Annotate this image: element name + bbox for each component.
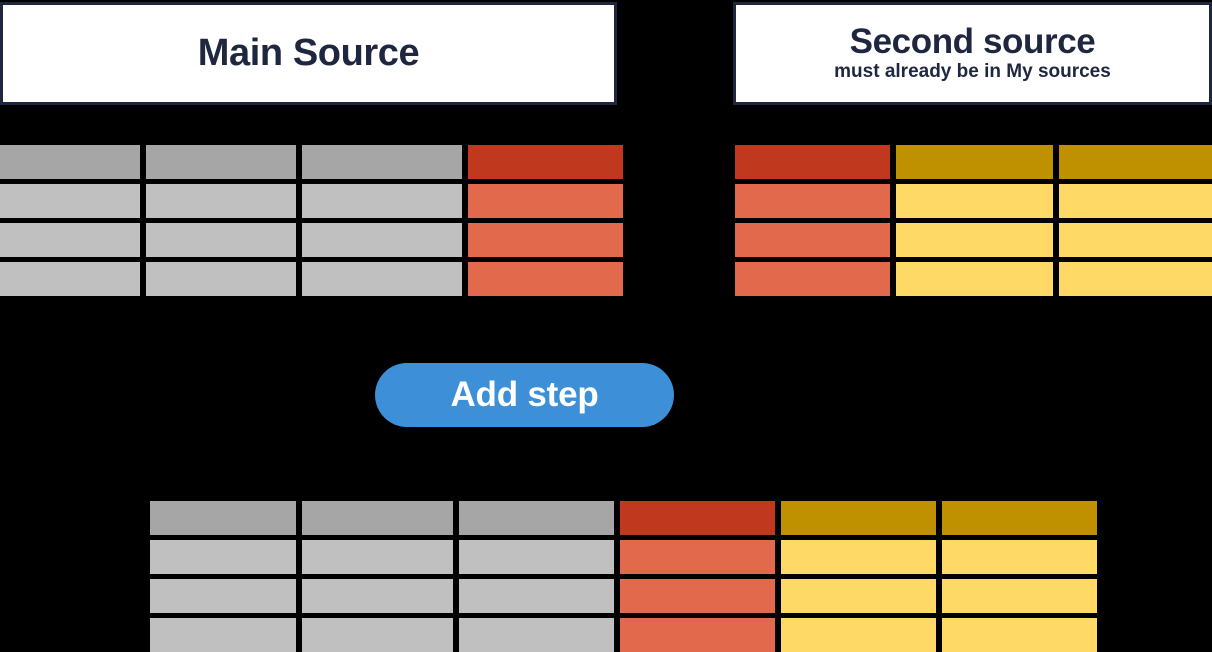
header-cell-gray-col-1 <box>0 145 140 179</box>
data-cell-key-col-red <box>620 540 775 574</box>
header-cell-key-col-red <box>735 145 890 179</box>
data-cell-gray-col-1 <box>0 262 140 296</box>
main-source-table <box>0 145 623 296</box>
second-source-subtitle: must already be in My sources <box>834 61 1111 83</box>
data-cell-gold-col-1 <box>781 579 936 613</box>
header-cell-gold-col-1 <box>781 501 936 535</box>
header-cell-gold-col-2 <box>1059 145 1212 179</box>
data-cell-key-col-red <box>735 262 890 296</box>
data-cell-gold-col-2 <box>942 579 1097 613</box>
data-cell-gray-col-1 <box>150 579 296 613</box>
data-cell-gray-col-2 <box>302 540 453 574</box>
header-cell-key-col-red <box>468 145 623 179</box>
data-cell-key-col-red <box>468 223 623 257</box>
second-source-table <box>735 145 1212 296</box>
data-cell-gray-col-3 <box>302 223 462 257</box>
data-cell-key-col-red <box>735 184 890 218</box>
data-cell-gray-col-2 <box>302 618 453 652</box>
data-cell-gold-col-1 <box>781 540 936 574</box>
main-source-title: Main Source <box>197 31 420 74</box>
data-cell-gold-col-2 <box>942 540 1097 574</box>
result-table <box>150 501 1097 652</box>
data-cell-gray-col-3 <box>459 579 614 613</box>
header-cell-gold-col-2 <box>942 501 1097 535</box>
data-cell-key-col-red <box>468 184 623 218</box>
header-cell-gray-col-2 <box>302 501 453 535</box>
data-cell-gray-col-2 <box>302 579 453 613</box>
main-source-header-box: Main Source <box>0 2 617 105</box>
data-cell-key-col-red <box>468 262 623 296</box>
header-cell-gray-col-1 <box>150 501 296 535</box>
header-cell-gray-col-3 <box>302 145 462 179</box>
data-cell-gray-col-3 <box>302 184 462 218</box>
header-cell-gray-col-3 <box>459 501 614 535</box>
data-cell-key-col-red <box>620 579 775 613</box>
data-cell-gold-col-1 <box>896 223 1053 257</box>
data-cell-gray-col-1 <box>150 618 296 652</box>
add-step-button[interactable]: Add step <box>375 363 674 427</box>
header-cell-key-col-red <box>620 501 775 535</box>
data-cell-gray-col-1 <box>0 184 140 218</box>
data-cell-gold-col-2 <box>1059 262 1212 296</box>
second-source-header-box: Second source must already be in My sour… <box>733 2 1212 105</box>
data-cell-gray-col-1 <box>0 223 140 257</box>
header-cell-gray-col-2 <box>146 145 296 179</box>
data-cell-gray-col-2 <box>146 184 296 218</box>
data-cell-gray-col-3 <box>459 618 614 652</box>
data-cell-gray-col-1 <box>150 540 296 574</box>
data-cell-gray-col-2 <box>146 223 296 257</box>
header-cell-gold-col-1 <box>896 145 1053 179</box>
second-source-title: Second source <box>849 21 1096 61</box>
data-cell-gold-col-1 <box>896 184 1053 218</box>
data-cell-gold-col-2 <box>1059 184 1212 218</box>
data-cell-gold-col-1 <box>896 262 1053 296</box>
data-cell-key-col-red <box>735 223 890 257</box>
data-cell-key-col-red <box>620 618 775 652</box>
data-cell-gray-col-3 <box>459 540 614 574</box>
data-cell-gold-col-2 <box>1059 223 1212 257</box>
data-cell-gray-col-2 <box>146 262 296 296</box>
data-cell-gray-col-3 <box>302 262 462 296</box>
data-cell-gold-col-2 <box>942 618 1097 652</box>
data-cell-gold-col-1 <box>781 618 936 652</box>
